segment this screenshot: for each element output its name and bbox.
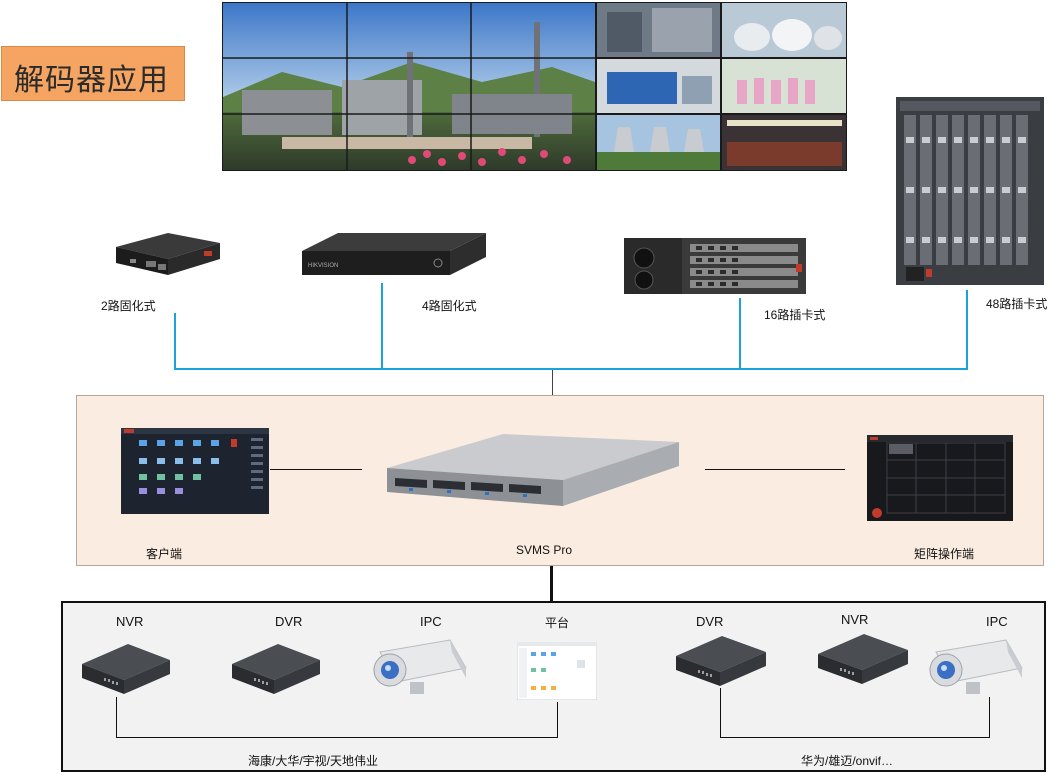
source-platform-screen xyxy=(517,642,597,700)
right-source-drop-dvr xyxy=(720,688,721,738)
bus-drop-2ch xyxy=(174,313,176,370)
video-wall-panorama xyxy=(223,3,595,170)
source-nvr2-device xyxy=(818,634,908,684)
source-ipc2-camera xyxy=(929,639,1023,694)
right-source-drop-ipc xyxy=(989,697,990,738)
client-link-line xyxy=(270,469,362,470)
source-ipc2-label: IPC xyxy=(986,614,1008,629)
source-ipc-camera xyxy=(373,639,467,694)
decoder-48ch-label: 48路插卡式 xyxy=(986,297,1048,311)
bus-drop-4ch xyxy=(381,283,383,370)
bus-drop-48ch xyxy=(966,290,968,370)
source-dvr-device xyxy=(232,644,320,694)
right-vendors-label: 华为/雄迈/onvif… xyxy=(801,754,894,768)
matrix-screen xyxy=(867,435,1013,521)
video-wall-tiles xyxy=(597,3,846,170)
right-source-bus xyxy=(720,737,990,738)
client-label: 客户端 xyxy=(146,547,183,561)
bus-to-server-line xyxy=(552,370,553,395)
video-wall xyxy=(222,2,847,171)
decoder-48ch-device xyxy=(896,97,1044,285)
server-label: SVMS Pro xyxy=(516,543,573,557)
bus-drop-16ch xyxy=(739,298,741,370)
decoder-bus-line xyxy=(174,368,968,370)
decoder-16ch-label: 16路插卡式 xyxy=(764,308,826,322)
source-dvr-label: DVR xyxy=(275,614,303,629)
svms-server xyxy=(387,434,679,506)
client-screen xyxy=(121,428,269,514)
left-vendors-label: 海康/大华/宇视/天地伟业 xyxy=(248,754,379,768)
source-nvr-device xyxy=(82,644,170,694)
diagram-title: 解码器应用 xyxy=(14,63,169,98)
source-nvr2-label: NVR xyxy=(841,612,869,627)
source-dvr2-label: DVR xyxy=(696,614,724,629)
source-nvr-label: NVR xyxy=(116,614,144,629)
left-source-drop-platform xyxy=(557,702,558,738)
svg-text:HIKVISION: HIKVISION xyxy=(308,263,338,269)
left-source-drop-nvr xyxy=(116,697,117,738)
decoder-2ch-device xyxy=(116,233,220,275)
matrix-label: 矩阵操作端 xyxy=(914,547,975,561)
source-platform-label: 平台 xyxy=(545,616,570,630)
decoder-2ch-label: 2路固化式 xyxy=(101,299,156,313)
server-to-sources-line xyxy=(550,566,553,601)
matrix-link-line xyxy=(705,469,845,470)
source-dvr2-device xyxy=(676,636,766,686)
decoder-4ch-device: HIKVISION xyxy=(302,233,486,275)
decoder-4ch-label: 4路固化式 xyxy=(422,299,477,313)
decoder-16ch-device xyxy=(624,238,806,294)
diagram-title-box: 解码器应用 xyxy=(1,46,185,101)
left-source-bus xyxy=(116,737,558,738)
source-ipc-label: IPC xyxy=(420,614,442,629)
